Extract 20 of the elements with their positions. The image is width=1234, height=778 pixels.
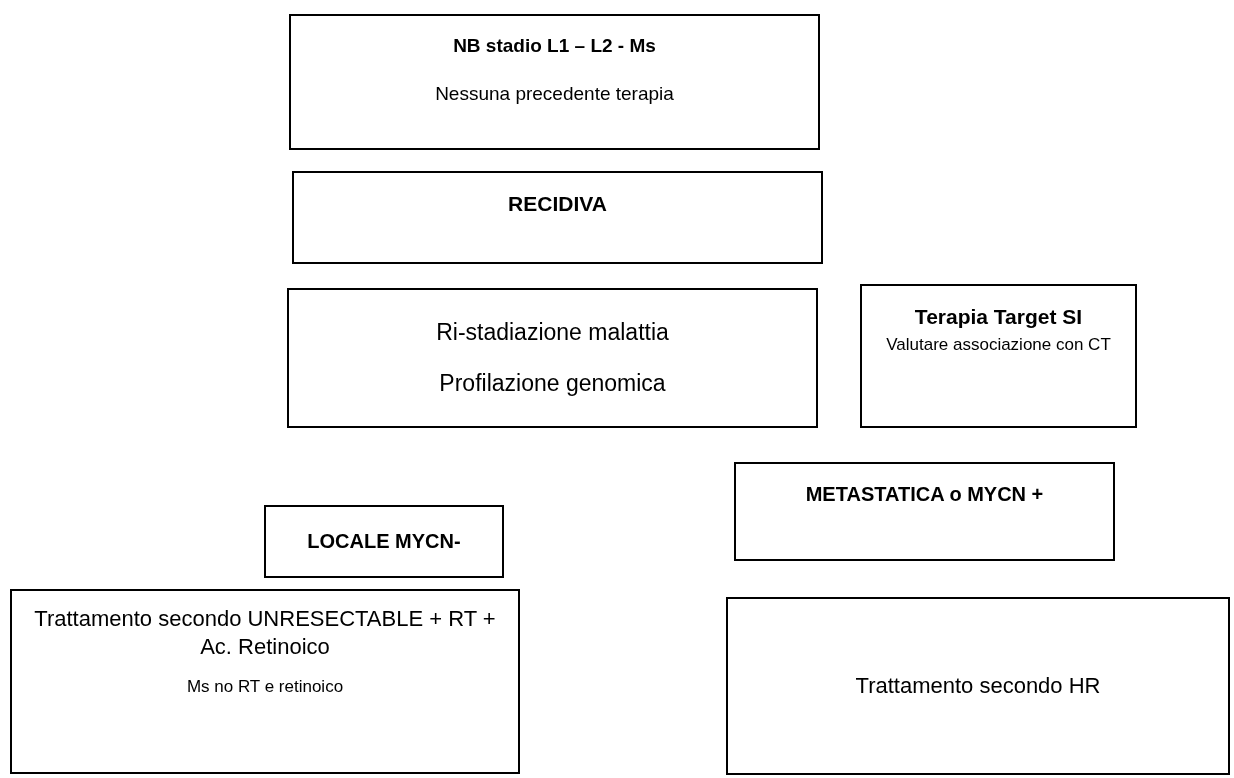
heading-text: RECIDIVA [508,191,607,217]
process-box [292,171,823,264]
body-text: Ms no RT e retinoico [186,676,344,698]
heading-text: Terapia Target SI [914,304,1083,330]
process-box [264,505,504,578]
heading-text: LOCALE MYCN- [307,529,461,554]
process-box [10,589,520,774]
process-box [860,284,1137,428]
process-box [726,597,1230,775]
body-text: Profilazione genomica [439,369,666,398]
process-box [289,14,820,150]
body-text: Trattamento secondo HR [855,672,1101,700]
body-text: Ri-stadiazione malattia [436,318,669,347]
heading-text: METASTATICA o MYCN + [805,482,1044,507]
heading-text: NB stadio L1 – L2 - Ms [453,34,656,58]
body-text: Trattamento secondo UNRESECTABLE + RT + Ac. Retinoico [33,605,497,660]
body-text: Nessuna precedente terapia [435,81,674,106]
process-box [734,462,1115,561]
process-box [287,288,818,428]
body-text: Valutare associazione con CT [886,334,1111,356]
